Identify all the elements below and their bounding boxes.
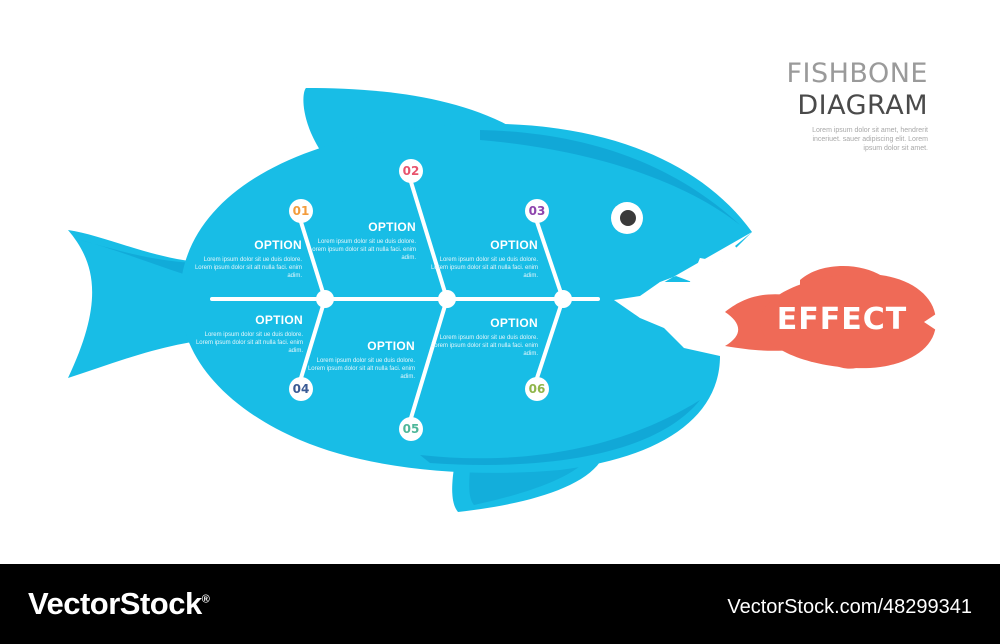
option-label: OPTION: [367, 339, 415, 353]
badge-03: 03: [525, 199, 549, 223]
option-label: OPTION: [490, 238, 538, 252]
title-line-1: FISHBONE: [786, 58, 928, 89]
badge-04: 04: [289, 377, 313, 401]
option-04: OPTION Lorem ipsum dolor sit ue duis dol…: [193, 313, 303, 355]
option-body: Lorem ipsum dolor sit ue duis dolore. Lo…: [194, 257, 302, 279]
badge-number: 05: [402, 422, 420, 436]
option-label: OPTION: [368, 220, 416, 234]
fish-illustration: [68, 88, 936, 512]
badge-number: 02: [402, 164, 420, 178]
title-line-2: DIAGRAM: [797, 90, 928, 121]
lower-teeth: [614, 300, 720, 356]
option-body: Lorem ipsum dolor sit ue duis dolore. Lo…: [430, 335, 538, 357]
option-body: Lorem ipsum dolor sit ue duis dolore. Lo…: [308, 239, 416, 261]
option-body: Lorem ipsum dolor sit ue duis dolore. Lo…: [430, 257, 538, 279]
option-05: OPTION Lorem ipsum dolor sit ue duis dol…: [305, 339, 415, 381]
bone-01: [299, 220, 327, 301]
badge-number: 01: [292, 204, 310, 218]
bone-05: [409, 297, 449, 420]
option-body: Lorem ipsum dolor sit ue duis dolore. Lo…: [307, 358, 415, 380]
eye-pupil: [620, 210, 636, 226]
bone-02: [409, 180, 449, 301]
diagram-canvas: FISHBONE DIAGRAM Lorem ipsum dolor sit a…: [68, 58, 936, 512]
bone-04: [299, 297, 327, 380]
upper-teeth: [640, 232, 752, 296]
watermark-footer: VectorStock® VectorStock.com/48299341: [0, 564, 1000, 644]
option-label: OPTION: [490, 316, 538, 330]
badge-01: 01: [289, 199, 313, 223]
option-02: OPTION Lorem ipsum dolor sit ue duis dol…: [306, 220, 416, 262]
brand-name: VectorStock: [28, 586, 202, 621]
bone-joints: [316, 290, 572, 308]
brand-registered-mark: ®: [201, 593, 210, 606]
fishbone-skeleton: [210, 180, 600, 420]
bone-03: [535, 220, 565, 301]
effect-fish: [725, 265, 936, 369]
badge-number: 04: [292, 382, 310, 396]
option-body: Lorem ipsum dolor sit ue duis dolore. Lo…: [195, 332, 303, 354]
badge-number: 06: [528, 382, 546, 396]
belly-shadow: [420, 400, 700, 465]
option-label: OPTION: [255, 313, 303, 327]
badge-02: 02: [399, 159, 423, 183]
title-subtitle: Lorem ipsum dolor sit amet, hendrerit in…: [812, 127, 928, 152]
option-03: OPTION Lorem ipsum dolor sit ue duis dol…: [428, 238, 538, 280]
option-label: OPTION: [254, 238, 302, 252]
back-shadow: [480, 130, 740, 225]
bone-06: [535, 297, 565, 380]
footer-image-id: VectorStock.com/48299341: [727, 596, 972, 618]
title-block: FISHBONE DIAGRAM Lorem ipsum dolor sit a…: [787, 58, 929, 153]
effect-label: EFFECT: [776, 302, 908, 337]
badge-06: 06: [525, 377, 549, 401]
option-06: OPTION Lorem ipsum dolor sit ue duis dol…: [428, 316, 538, 358]
option-01: OPTION Lorem ipsum dolor sit ue duis dol…: [192, 238, 302, 280]
badge-number: 03: [528, 204, 546, 218]
bottom-fin-shadow: [469, 466, 580, 505]
footer-brand: VectorStock®: [28, 586, 210, 622]
badge-05: 05: [399, 417, 423, 441]
